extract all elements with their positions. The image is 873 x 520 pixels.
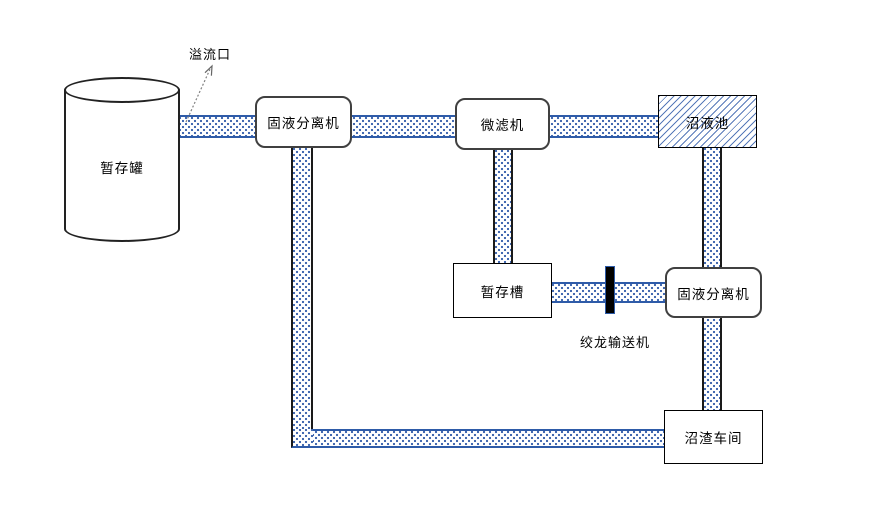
pipe-pool-to-separator: [702, 148, 722, 270]
screw-conveyor-label: 绞龙输送机: [579, 335, 650, 350]
pipe-bottom-horizontal: [291, 429, 664, 448]
overflow-port-label: 溢流口: [189, 47, 232, 62]
node-separator-right: 固液分离机: [665, 267, 762, 318]
tank-cylinder-body: [64, 90, 180, 229]
pipe-separator-to-workshop: [702, 316, 722, 412]
pipe-main-horizontal: [179, 115, 658, 138]
node-separator-left-label: 固液分离机: [267, 116, 340, 131]
screw-conveyor-bar-icon: [605, 266, 615, 314]
node-residue-workshop: 沼渣车间: [664, 410, 763, 464]
overflow-arrow-icon: [185, 64, 213, 123]
node-microfilter: 微滤机: [455, 98, 550, 150]
node-microfilter-label: 微滤机: [480, 118, 525, 133]
node-buffer-trough: 暂存槽: [453, 263, 552, 318]
pipe-separator-left-down: [291, 148, 313, 429]
tank-top-ellipse: [64, 77, 180, 103]
node-separator-left: 固液分离机: [255, 96, 352, 148]
pipe-microfilter-to-buffer: [493, 150, 513, 263]
pipe-corner-bottom-left: [291, 429, 313, 448]
tank-label: 暂存罐: [100, 161, 144, 176]
node-residue-workshop-label: 沼渣车间: [684, 431, 743, 446]
node-buffer-trough-label: 暂存槽: [480, 284, 525, 300]
node-biogas-liquid-pool: 沼液池: [658, 95, 757, 148]
node-biogas-liquid-pool-label: 沼液池: [685, 115, 730, 131]
node-separator-right-label: 固液分离机: [677, 286, 750, 302]
